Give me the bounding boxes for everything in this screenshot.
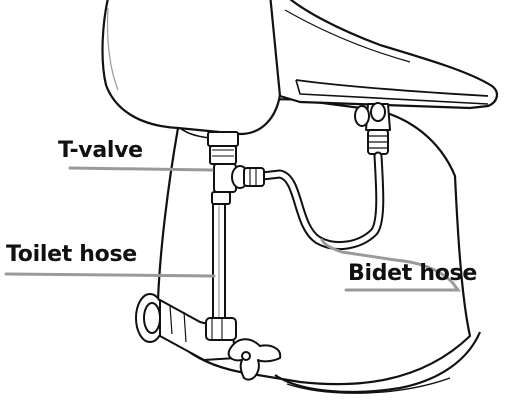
bidet-hose: [257, 151, 385, 250]
bidet-inlet-fitting: [354, 102, 391, 155]
leader-toilet-hose: [4, 272, 216, 278]
toilet-hose-label: Toilet hose: [6, 242, 137, 267]
leader-lines: [4, 166, 461, 292]
t-valve: [207, 131, 265, 205]
bidet-hose-label: Bidet hose: [348, 261, 477, 286]
bidet-seat: [269, 0, 498, 110]
toilet-hose: [212, 203, 226, 323]
toilet-tank: [101, 0, 283, 140]
t-valve-label: T-valve: [58, 138, 143, 163]
leader-t-valve: [68, 166, 214, 172]
leader-bidet-hose: [320, 238, 461, 292]
shutoff-valve: [135, 293, 282, 381]
